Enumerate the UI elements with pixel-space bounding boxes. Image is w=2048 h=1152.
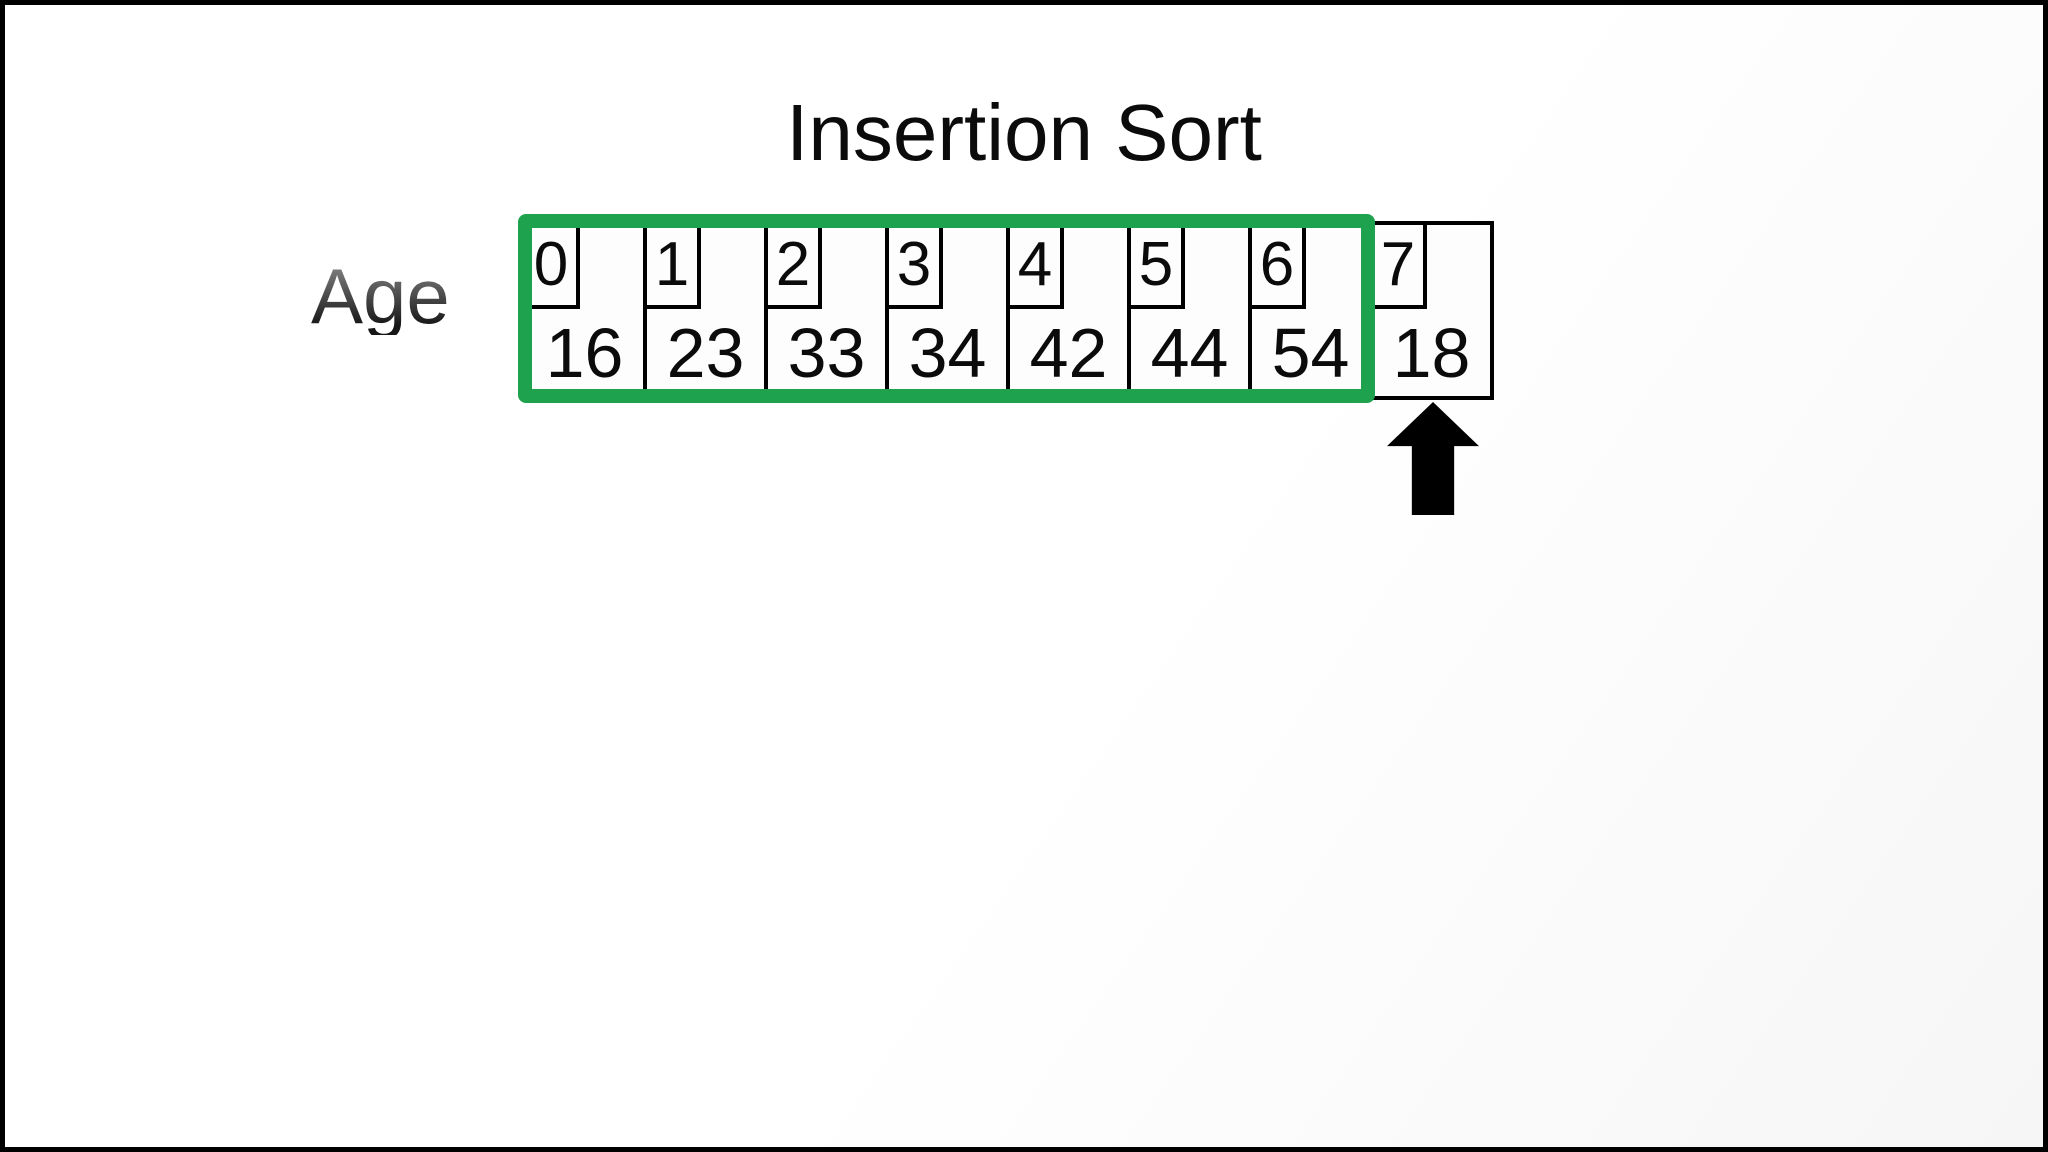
- cell-index-badge: 4: [1010, 225, 1064, 309]
- age-array: 0 16 1 23 2 33 3 34 4 42 5 44 6 54 7 18: [522, 221, 1494, 400]
- page-title: Insertion Sort: [786, 88, 1262, 177]
- cell-index-badge: 2: [768, 225, 822, 309]
- up-arrow-icon: [1387, 402, 1479, 515]
- cell-value: 16: [545, 313, 624, 392]
- array-cell-0: 0 16: [522, 221, 647, 400]
- row-label: Age: [311, 252, 450, 340]
- cell-value: 44: [1150, 313, 1229, 392]
- cell-index-badge: 1: [647, 225, 701, 309]
- cell-index-badge: 0: [526, 225, 580, 309]
- array-cell-7: 7 18: [1369, 221, 1494, 400]
- cell-value: 34: [908, 313, 987, 392]
- cell-value: 42: [1029, 313, 1108, 392]
- cell-value: 54: [1271, 313, 1350, 392]
- array-cell-1: 1 23: [643, 221, 768, 400]
- cell-value: 18: [1392, 313, 1471, 392]
- array-cell-5: 5 44: [1127, 221, 1252, 400]
- array-cell-6: 6 54: [1248, 221, 1373, 400]
- array-cell-3: 3 34: [885, 221, 1010, 400]
- array-cell-2: 2 33: [764, 221, 889, 400]
- array-cell-4: 4 42: [1006, 221, 1131, 400]
- cell-value: 23: [666, 313, 745, 392]
- cell-index-badge: 5: [1131, 225, 1185, 309]
- cell-value: 33: [787, 313, 866, 392]
- cell-index-badge: 7: [1373, 225, 1427, 309]
- cell-index-badge: 6: [1252, 225, 1306, 309]
- cell-index-badge: 3: [889, 225, 943, 309]
